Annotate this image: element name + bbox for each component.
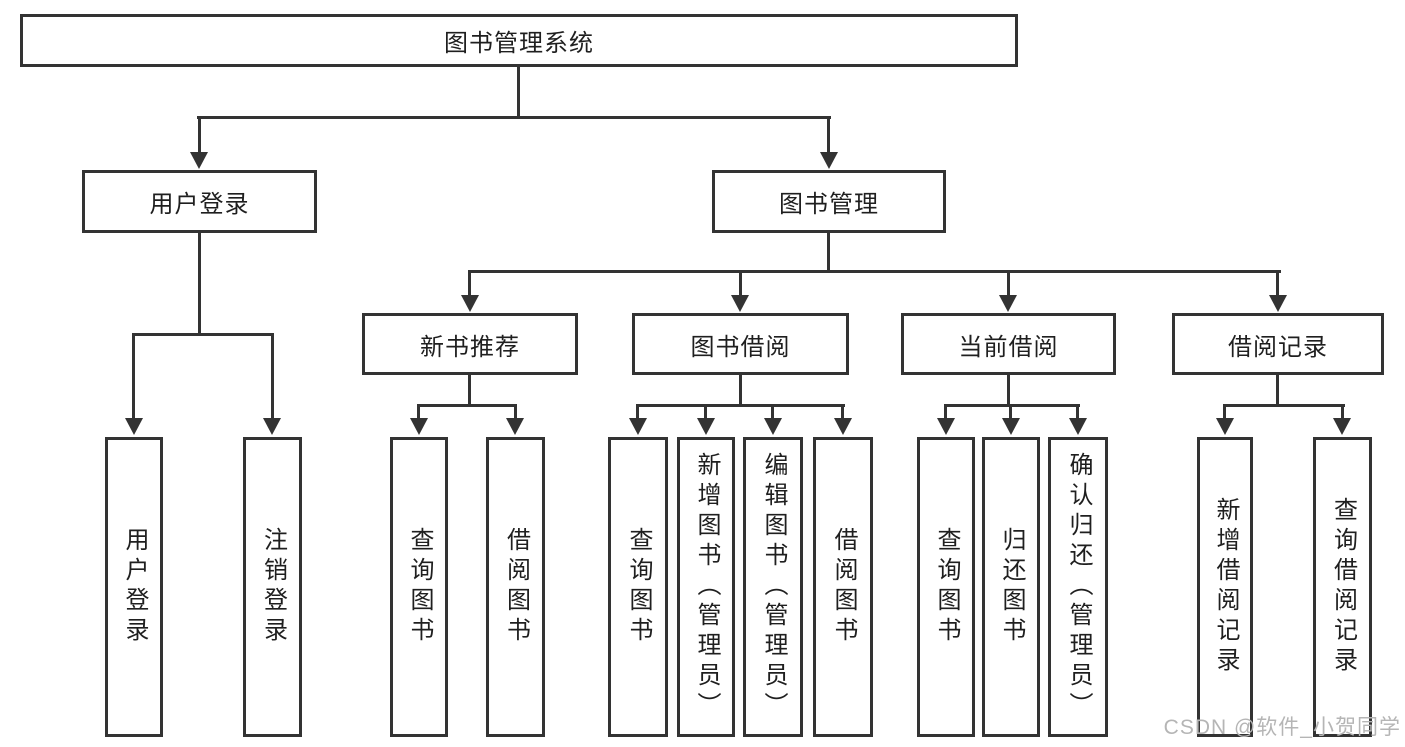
arrow-down-icon bbox=[937, 418, 955, 435]
arrow-down-icon bbox=[999, 295, 1017, 312]
node-book-borrowing: 图书借阅 bbox=[632, 313, 849, 375]
connector-line bbox=[132, 333, 135, 419]
node-cb-query-books: 查询图书 bbox=[917, 437, 975, 737]
arrow-down-icon bbox=[506, 418, 524, 435]
connector-line bbox=[271, 333, 274, 419]
node-logout-action: 注销登录 bbox=[243, 437, 302, 737]
arrow-down-icon bbox=[820, 152, 838, 169]
node-bb-borrow-books: 借阅图书 bbox=[813, 437, 873, 737]
arrow-down-icon bbox=[1269, 295, 1287, 312]
node-current-borrowing: 当前借阅 bbox=[901, 313, 1116, 375]
arrow-down-icon bbox=[125, 418, 143, 435]
node-borrowing-records: 借阅记录 bbox=[1172, 313, 1384, 375]
connector-line bbox=[1276, 270, 1279, 297]
arrow-down-icon bbox=[1069, 418, 1087, 435]
arrow-down-icon bbox=[629, 418, 647, 435]
watermark: CSDN @软件_小贺同学 bbox=[1163, 716, 1401, 739]
connector-line bbox=[841, 404, 844, 419]
arrow-down-icon bbox=[1002, 418, 1020, 435]
connector-line bbox=[1223, 404, 1345, 407]
connector-line bbox=[636, 404, 639, 419]
connector-line bbox=[944, 404, 1080, 407]
node-nb-query-books: 查询图书 bbox=[390, 437, 448, 737]
connector-line bbox=[771, 404, 774, 419]
connector-line bbox=[1076, 404, 1079, 419]
node-book-management: 图书管理 bbox=[712, 170, 946, 233]
connector-line bbox=[514, 404, 517, 419]
node-cb-return-books: 归还图书 bbox=[982, 437, 1040, 737]
connector-line bbox=[739, 375, 742, 407]
connector-line bbox=[417, 404, 420, 419]
connector-line bbox=[468, 270, 1281, 273]
arrow-down-icon bbox=[1333, 418, 1351, 435]
arrow-down-icon bbox=[190, 152, 208, 169]
arrow-down-icon bbox=[263, 418, 281, 435]
connector-line bbox=[132, 333, 274, 336]
connector-line bbox=[417, 404, 517, 407]
node-new-book-recommend: 新书推荐 bbox=[362, 313, 578, 375]
connector-line bbox=[739, 270, 742, 297]
node-library-system: 图书管理系统 bbox=[20, 14, 1018, 67]
connector-line bbox=[944, 404, 947, 419]
arrow-down-icon bbox=[697, 418, 715, 435]
connector-line bbox=[704, 404, 707, 419]
arrow-down-icon bbox=[834, 418, 852, 435]
connector-line bbox=[1341, 404, 1344, 419]
connector-line bbox=[1007, 375, 1010, 407]
arrow-down-icon bbox=[410, 418, 428, 435]
connector-line bbox=[468, 270, 471, 297]
node-nb-borrow-books: 借阅图书 bbox=[486, 437, 545, 737]
connector-line bbox=[636, 404, 845, 407]
arrow-down-icon bbox=[461, 295, 479, 312]
node-user-login: 用户登录 bbox=[82, 170, 317, 233]
connector-line bbox=[468, 375, 471, 407]
node-bb-edit-books-admin: 编辑图书（管理员） bbox=[743, 437, 803, 737]
connector-line bbox=[1223, 404, 1226, 419]
connector-line bbox=[517, 66, 520, 119]
connector-line bbox=[198, 116, 201, 153]
arrow-down-icon bbox=[1216, 418, 1234, 435]
node-br-query-record: 查询借阅记录 bbox=[1313, 437, 1372, 737]
node-bb-add-books-admin: 新增图书（管理员） bbox=[677, 437, 735, 737]
arrow-down-icon bbox=[731, 295, 749, 312]
connector-line bbox=[827, 233, 830, 273]
connector-line bbox=[197, 116, 831, 119]
node-bb-query-books: 查询图书 bbox=[608, 437, 668, 737]
connector-line bbox=[198, 233, 201, 336]
connector-line bbox=[1007, 270, 1010, 297]
node-cb-confirm-return-admin: 确认归还（管理员） bbox=[1048, 437, 1108, 737]
connector-line bbox=[1276, 375, 1279, 407]
node-user-login-action: 用户登录 bbox=[105, 437, 163, 737]
node-br-add-record: 新增借阅记录 bbox=[1197, 437, 1253, 737]
arrow-down-icon bbox=[764, 418, 782, 435]
connector-line bbox=[827, 116, 830, 153]
connector-line bbox=[1009, 404, 1012, 419]
